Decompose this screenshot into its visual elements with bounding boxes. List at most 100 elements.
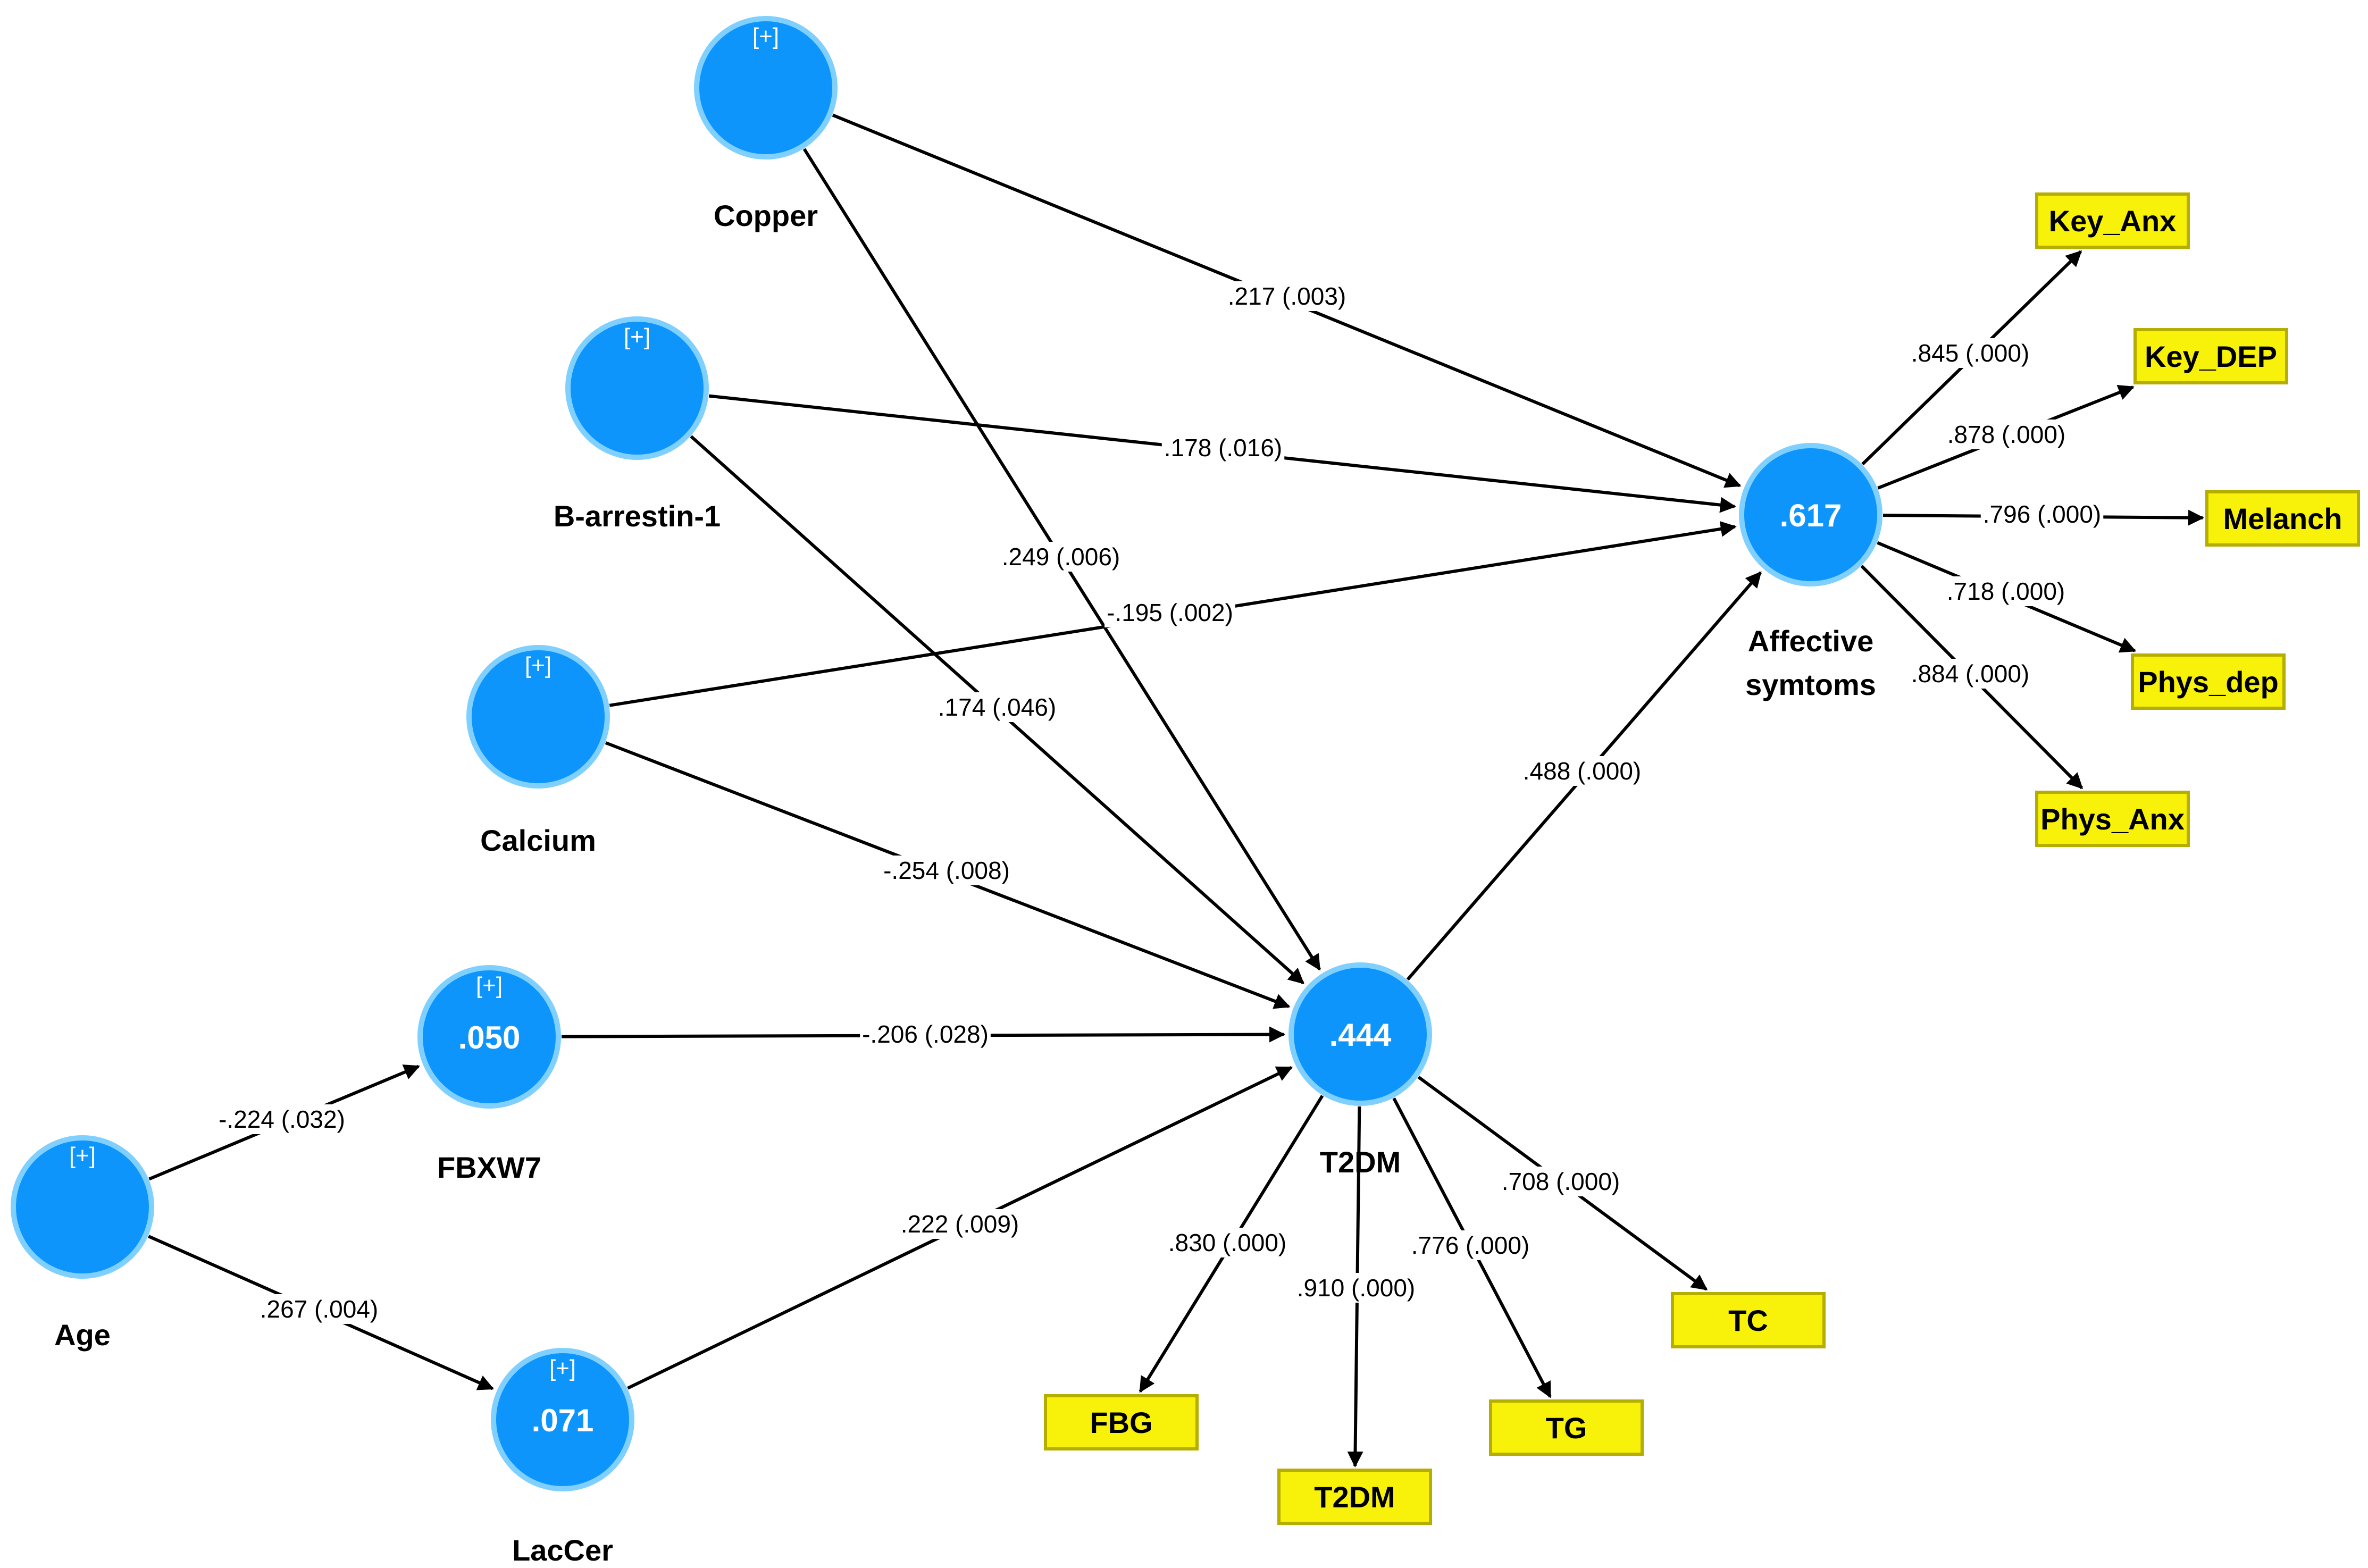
- path-coefficient: .178 (.016): [1164, 434, 1282, 462]
- path-label-bg: [1944, 576, 2068, 606]
- indicator-key_dep[interactable]: Key_DEP: [2133, 328, 2288, 384]
- path-coefficient: .217 (.003): [1228, 282, 1346, 310]
- construct-name: Affective: [1748, 624, 1874, 658]
- r-squared-value: .617: [1780, 498, 1842, 533]
- construct-copper[interactable]: [+] Copper: [694, 16, 838, 232]
- path-label-bg: [1294, 1273, 1418, 1303]
- indicator-box[interactable]: [2035, 791, 2190, 847]
- r-squared-value: .071: [532, 1403, 594, 1438]
- indicator-box[interactable]: [2035, 192, 2190, 249]
- path-label-copper_t2dm: .249 (.006): [999, 542, 1123, 572]
- path-coefficient: -.254 (.008): [883, 857, 1010, 884]
- path-label-t2dm_t2dm_ind: .910 (.000): [1294, 1273, 1418, 1303]
- path-coefficient: .708 (.000): [1502, 1168, 1620, 1195]
- indicator-t2dm_ind[interactable]: T2DM: [1277, 1469, 1432, 1525]
- path-label-affective_phys_dep: .718 (.000): [1944, 576, 2068, 606]
- indicator-box[interactable]: [1489, 1399, 1644, 1456]
- path-label-affective_melanch: .796 (.000): [1980, 499, 2104, 529]
- path-coefficient: .267 (.004): [260, 1295, 378, 1323]
- path-coefficient: .830 (.000): [1168, 1229, 1286, 1256]
- construct-name: Calcium: [480, 824, 596, 857]
- construct-barrestin[interactable]: [+]B-arrestin-1: [554, 316, 721, 533]
- construct-circle[interactable]: [11, 1135, 154, 1279]
- indicator-label: TC: [1728, 1304, 1768, 1337]
- indicator-fbg[interactable]: FBG: [1044, 1394, 1199, 1450]
- indicator-label: Melanch: [2223, 502, 2342, 535]
- indicator-label: FBG: [1090, 1406, 1152, 1439]
- edges-layer: [148, 113, 2204, 1468]
- path-label-bg: [860, 1019, 991, 1049]
- path-label-bg: [216, 1104, 347, 1134]
- path-label-barrestin_affective: .178 (.016): [1161, 433, 1285, 463]
- r-squared-value: .444: [1329, 1017, 1392, 1053]
- construct-age[interactable]: [+]Age: [11, 1135, 154, 1352]
- path-label-bg: [1520, 756, 1644, 786]
- construct-circle[interactable]: [1739, 443, 1882, 586]
- path-label-bg: [1909, 659, 2032, 689]
- expand-icon[interactable]: [+]: [549, 1355, 576, 1381]
- expand-icon[interactable]: [+]: [752, 23, 779, 49]
- indicator-melanch[interactable]: Melanch: [2205, 490, 2360, 547]
- path-label-age_fbxw7: -.224 (.032): [216, 1104, 347, 1134]
- path-label-bg: [1945, 420, 2068, 449]
- construct-calcium[interactable]: [+] Calcium: [466, 645, 610, 857]
- path-label-bg: [1225, 281, 1349, 311]
- construct-circle[interactable]: [694, 16, 838, 160]
- indicator-box[interactable]: [1044, 1394, 1199, 1450]
- path-label-t2dm_tg: .776 (.000): [1409, 1230, 1532, 1260]
- indicator-label: T2DM: [1314, 1480, 1395, 1514]
- construct-name: Copper: [714, 199, 818, 232]
- indicator-tg[interactable]: TG: [1489, 1399, 1644, 1456]
- construct-circle[interactable]: [417, 965, 561, 1109]
- path-label-bg: [1161, 433, 1285, 463]
- path-label-bg: [1980, 499, 2104, 529]
- indicator-phys_anx[interactable]: Phys_Anx: [2035, 791, 2190, 847]
- indicator-label: Key_Anx: [2049, 204, 2177, 238]
- construct-name: LacCer: [512, 1533, 613, 1565]
- expand-icon[interactable]: [+]: [69, 1143, 96, 1169]
- path-label-bg: [1104, 598, 1235, 627]
- path-coefficient: .796 (.000): [1983, 500, 2101, 528]
- path-coefficient: .174 (.046): [938, 693, 1056, 721]
- expand-icon[interactable]: [+]: [476, 972, 503, 999]
- indicator-label: TG: [1546, 1411, 1587, 1445]
- indicator-box[interactable]: [2131, 653, 2286, 710]
- indicator-tc[interactable]: TC: [1671, 1292, 1826, 1348]
- path-coefficient: .878 (.000): [1947, 421, 2065, 448]
- expand-icon[interactable]: [+]: [624, 324, 650, 350]
- indicator-label: Phys_dep: [2138, 665, 2279, 699]
- path-label-copper_affective: .217 (.003): [1225, 281, 1349, 311]
- path-label-fbxw7_t2dm: -.206 (.028): [860, 1019, 991, 1049]
- indicator-phys_dep[interactable]: Phys_dep: [2131, 653, 2286, 710]
- indicator-box[interactable]: [2205, 490, 2360, 547]
- indicator-box[interactable]: [2133, 328, 2288, 384]
- indicator-box[interactable]: [1277, 1469, 1432, 1525]
- path-coefficient: .884 (.000): [1911, 660, 2029, 687]
- path-coefficient: .488 (.000): [1523, 757, 1641, 785]
- construct-circle[interactable]: [491, 1348, 634, 1491]
- path-coefficient: .249 (.006): [1002, 543, 1120, 571]
- path-label-bg: [1909, 338, 2032, 368]
- indicator-box[interactable]: [1671, 1292, 1826, 1348]
- path-label-t2dm_fbg: .830 (.000): [1166, 1228, 1289, 1257]
- path-label-t2dm_affective: .488 (.000): [1520, 756, 1644, 786]
- indicator-key_anx[interactable]: Key_Anx: [2035, 192, 2190, 249]
- construct-circle[interactable]: [565, 316, 709, 460]
- nodes-layer: [+]Copper[+]B-arrestin-1[+]Calcium[+].05…: [11, 16, 2360, 1567]
- path-label-bg: [1409, 1230, 1532, 1260]
- path-label-bg: [898, 1209, 1022, 1239]
- r-squared-value: .050: [458, 1020, 521, 1055]
- path-label-bg: [257, 1294, 381, 1324]
- expand-icon[interactable]: [+]: [525, 652, 551, 678]
- construct-circle[interactable]: [1288, 962, 1432, 1106]
- construct-circle[interactable]: [466, 645, 610, 789]
- path-coefficient: .910 (.000): [1297, 1274, 1415, 1302]
- path-coefficient: .718 (.000): [1947, 577, 2065, 605]
- construct-name: FBXW7: [437, 1151, 541, 1184]
